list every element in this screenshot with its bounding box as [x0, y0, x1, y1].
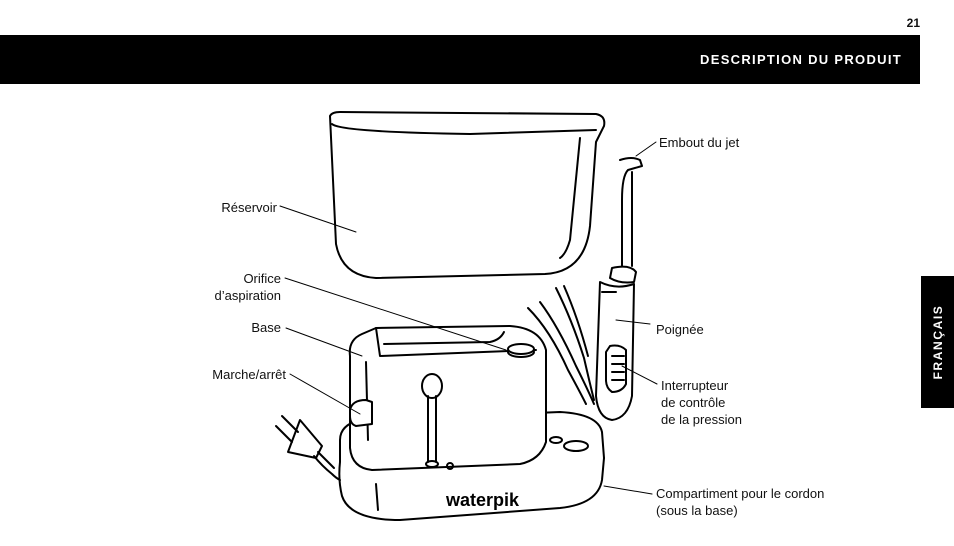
- callout-leader-lines: [279, 141, 658, 495]
- power-plug-illustration: [275, 415, 341, 481]
- reservoir-illustration: [329, 111, 606, 279]
- page-number: 21: [906, 16, 920, 30]
- label-cord-compartment: Compartiment pour le cordon (sous la bas…: [656, 486, 825, 518]
- label-jet-tip: Embout du jet: [659, 135, 740, 150]
- label-on-off: Marche/arrêt: [212, 367, 286, 382]
- label-pressure-switch: Interrupteur de contrôle de la pression: [661, 378, 742, 427]
- language-tab: FRANÇAIS: [921, 276, 954, 408]
- handle-illustration: [595, 157, 643, 421]
- base-illustration: waterpik: [338, 285, 605, 521]
- label-reservoir: Réservoir: [221, 200, 277, 215]
- waterpik-logo: waterpik: [445, 490, 520, 510]
- label-base: Base: [251, 320, 281, 335]
- label-handle: Poignée: [656, 322, 704, 337]
- label-orifice: Orifice d’aspiration: [214, 271, 282, 303]
- section-header-bar: DESCRIPTION DU PRODUIT: [0, 35, 920, 84]
- section-title: DESCRIPTION DU PRODUIT: [700, 52, 902, 67]
